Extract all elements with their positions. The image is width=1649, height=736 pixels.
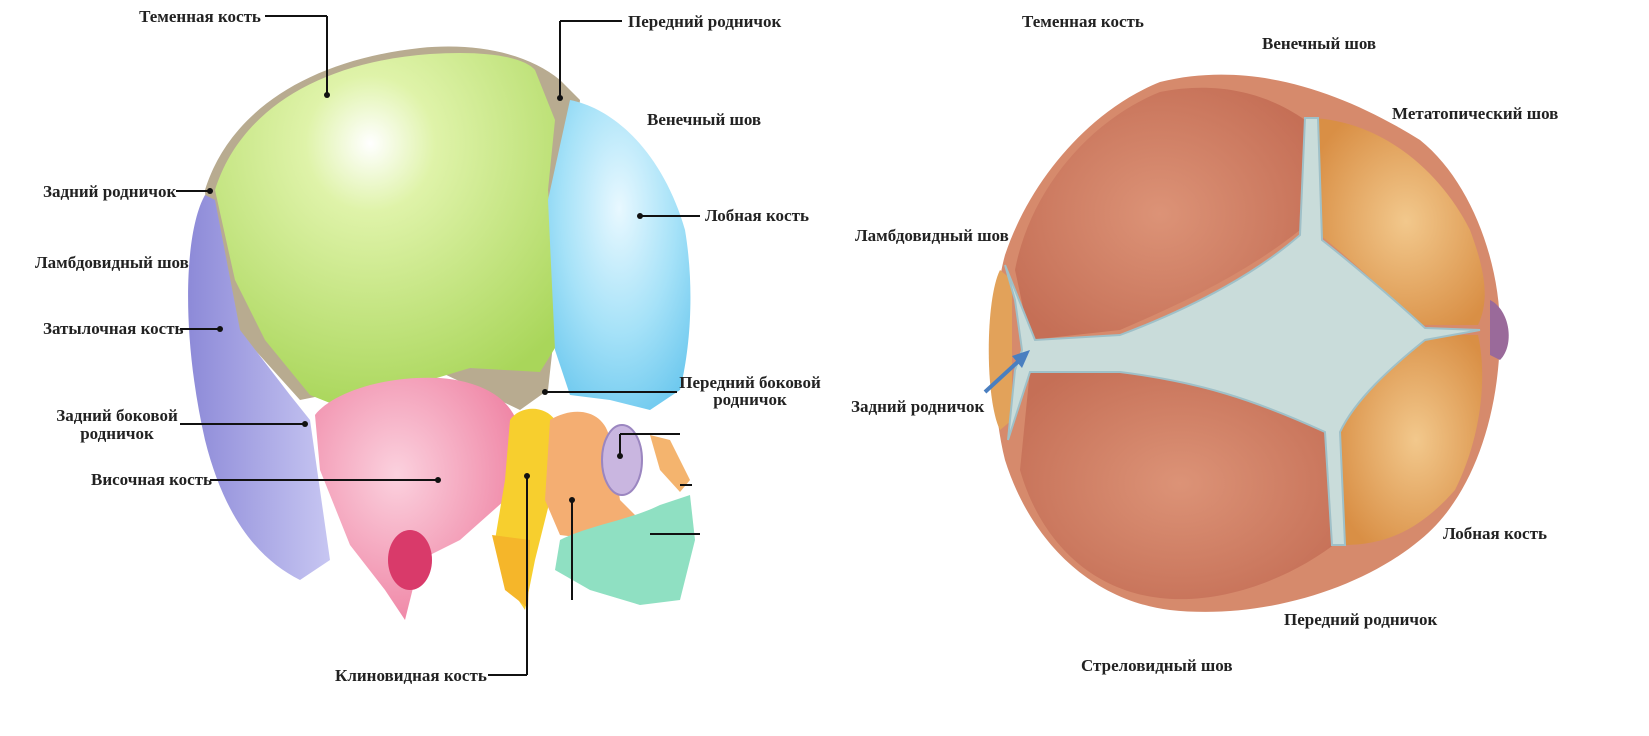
label-parietal-bone: Теменная кость <box>139 7 261 26</box>
leader-dot <box>524 473 530 479</box>
maxilla-bone <box>555 495 695 605</box>
label-temporal-bone: Височная кость <box>91 470 212 489</box>
leader-dot <box>324 92 330 98</box>
nasal-bone <box>650 435 690 492</box>
leader-dot <box>435 477 441 483</box>
label-anterolateral-fontanelle-1: Передний боковой <box>679 373 821 392</box>
zygomatic-bone <box>545 411 640 540</box>
leader-dot <box>557 95 563 101</box>
leader-dot <box>542 389 548 395</box>
lateral-skull-view: Теменная кость Передний родничок Венечны… <box>35 7 821 685</box>
label-right-lambdoid-suture: Ламбдовидный шов <box>855 226 1009 245</box>
label-occipital-bone: Затылочная кость <box>43 319 184 338</box>
ear-opening <box>388 530 432 590</box>
arrow-head <box>1012 350 1030 368</box>
label-right-anterior-fontanelle: Передний родничок <box>1284 610 1438 629</box>
parietal-bone-upper <box>1015 87 1305 340</box>
occipital-tip <box>988 270 1012 430</box>
posterior-fontanelle-arrow <box>983 356 1024 394</box>
label-posterolateral-fontanelle-2: родничок <box>80 424 154 443</box>
label-lambdoid-suture: Ламбдовидный шов <box>35 253 189 272</box>
label-right-frontal-bone: Лобная кость <box>1443 524 1547 543</box>
label-sagittal-suture: Стреловидный шов <box>1081 656 1233 675</box>
leader-dot <box>217 326 223 332</box>
fontanelle-sutures <box>1004 117 1481 546</box>
frontal-bone <box>548 100 691 410</box>
leader-dot <box>302 421 308 427</box>
parietal-bone <box>215 52 560 416</box>
label-posterolateral-fontanelle-1: Задний боковой <box>56 406 178 425</box>
superior-skull-view: Теменная кость Венечный шов Метатопическ… <box>851 12 1558 675</box>
label-right-coronal-suture: Венечный шов <box>1262 34 1376 53</box>
sphenoid-lower <box>492 535 530 608</box>
label-right-parietal-bone: Теменная кость <box>1022 12 1144 31</box>
label-anterior-fontanelle: Передний родничок <box>628 12 782 31</box>
label-frontal-bone: Лобная кость <box>705 206 809 225</box>
leader-dot <box>617 453 623 459</box>
label-anterolateral-fontanelle-2: родничок <box>713 390 787 409</box>
label-coronal-suture: Венечный шов <box>647 110 761 129</box>
label-sphenoid-bone: Клиновидная кость <box>335 666 487 685</box>
leader-dot <box>207 188 213 194</box>
label-metopic-suture: Метатопический шов <box>1392 104 1558 123</box>
orbit <box>601 424 643 496</box>
nasal-tip <box>1490 300 1509 360</box>
frontal-bone-upper <box>1310 118 1485 325</box>
label-posterior-fontanelle: Задний родничок <box>43 182 176 201</box>
leader-dot <box>569 497 575 503</box>
parietal-bone-lower <box>1020 368 1340 600</box>
temporal-bone <box>315 377 520 620</box>
label-right-posterior-fontanelle: Задний родничок <box>851 397 984 416</box>
leader-dot <box>637 213 643 219</box>
occipital-bone <box>188 195 330 580</box>
